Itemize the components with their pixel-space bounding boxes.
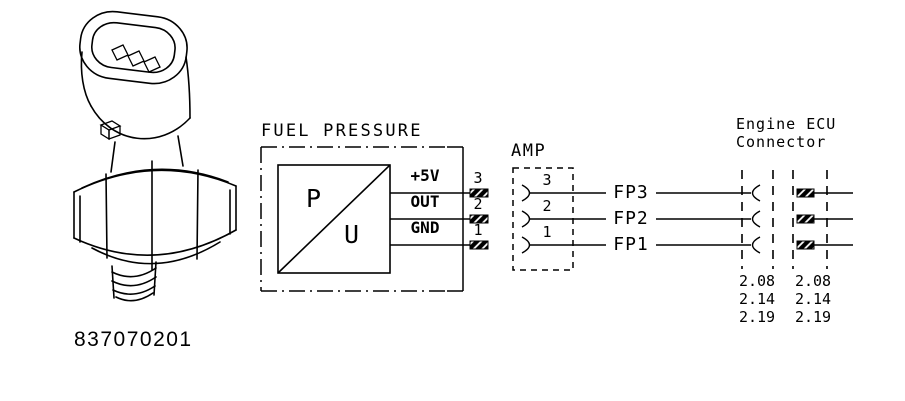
amp-socket-contacts — [521, 184, 531, 254]
amp-pin-number-1: 1 — [542, 223, 552, 241]
sensor-boundary-box — [260, 146, 447, 292]
amp-wires — [530, 192, 606, 246]
sensor-terminal-pads — [469, 188, 489, 250]
signal-label-fp2: FP2 — [613, 208, 649, 229]
socket-contact-icon — [751, 210, 761, 228]
ecu-harness-pin-numbers: 2.08 2.14 2.19 — [738, 272, 776, 326]
amp-connector-title: AMP — [511, 141, 547, 161]
sensor-threaded-stud — [111, 261, 157, 302]
part-number: 837070201 — [74, 328, 193, 351]
harness-pin-number: 2.14 — [738, 290, 776, 308]
sensor-wires — [390, 192, 470, 246]
connector-pad — [469, 188, 489, 198]
symbol-p-label: P — [306, 184, 322, 213]
socket-contact-icon — [751, 236, 761, 254]
amp-connector-block — [512, 167, 606, 271]
sensor-pin-label-5v: +5V — [410, 166, 440, 185]
ecu-connector-block — [741, 170, 853, 269]
connector-pad — [796, 188, 815, 198]
connector-pad — [796, 240, 815, 250]
symbol-u-label: U — [344, 220, 360, 249]
signal-label-fp3: FP3 — [613, 182, 649, 203]
connector-pad — [796, 214, 815, 224]
connector-pad — [469, 240, 489, 250]
sensor-connector-opening — [79, 10, 188, 85]
sensor-pin-number-2: 2 — [473, 195, 483, 213]
ecu-title-line2: Connector — [736, 133, 827, 151]
sensor-pin-label-gnd: GND — [410, 218, 440, 237]
fuel-pressure-block — [260, 146, 489, 292]
ecu-wires — [814, 192, 853, 246]
socket-contact-icon — [521, 210, 531, 228]
harness-wires — [656, 192, 751, 246]
ecu-socket-contacts — [751, 184, 761, 254]
ecu-side-pin-numbers: 2.08 2.14 2.19 — [794, 272, 832, 326]
harness-pin-number: 2.08 — [738, 272, 776, 290]
amp-pin-number-2: 2 — [542, 197, 552, 215]
ecu-terminal-pads — [796, 188, 815, 250]
sensor-pin-number-3: 3 — [473, 169, 483, 187]
fuel-pressure-title: FUEL PRESSURE — [261, 121, 423, 141]
signal-label-fp1: FP1 — [613, 234, 649, 255]
ecu-pin-number: 2.08 — [794, 272, 832, 290]
sensor-pin-number-1: 1 — [473, 221, 483, 239]
ecu-pin-number: 2.19 — [794, 308, 832, 326]
socket-contact-icon — [751, 184, 761, 202]
harness-pin-number: 2.19 — [738, 308, 776, 326]
pressure-sensor-illustration — [73, 10, 237, 302]
ecu-title-line1: Engine ECU — [736, 115, 837, 133]
socket-contact-icon — [521, 184, 531, 202]
ecu-pin-number: 2.14 — [794, 290, 832, 308]
amp-pin-number-3: 3 — [542, 171, 552, 189]
sensor-pin-slots — [111, 44, 161, 73]
connector-pad — [469, 214, 489, 224]
socket-contact-icon — [521, 236, 531, 254]
sensor-pin-label-out: OUT — [410, 192, 440, 211]
transducer-symbol-box — [277, 164, 391, 274]
sensor-latch — [99, 120, 122, 141]
